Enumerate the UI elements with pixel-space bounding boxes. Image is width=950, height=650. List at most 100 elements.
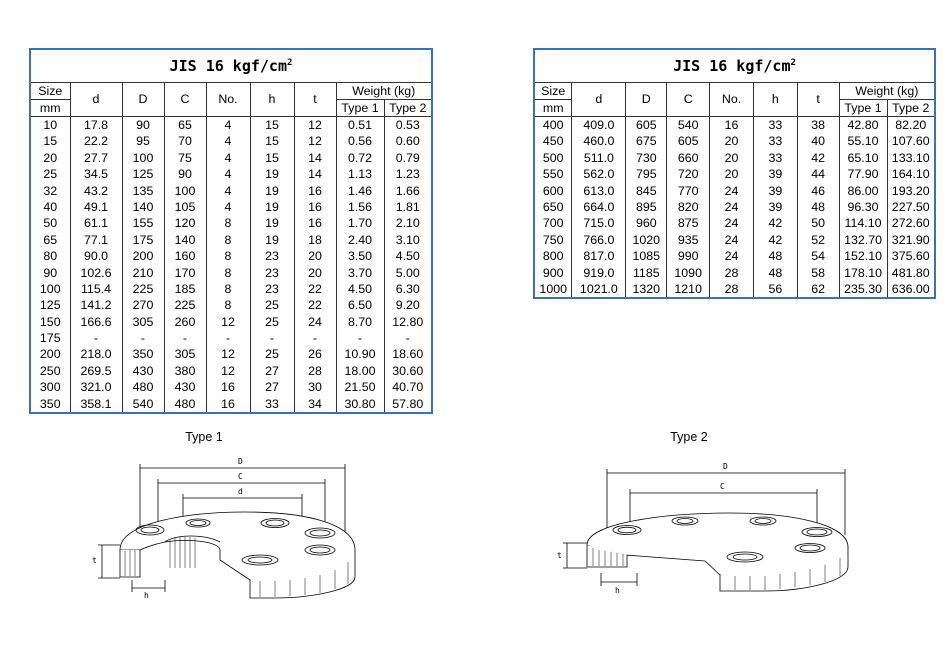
cell-h: 33 [752,116,798,134]
cell-d: 22.2 [69,133,123,150]
cell-D: 730 [625,149,668,167]
cell-t: 28 [293,362,337,380]
cell-t: - [293,330,337,347]
cell-no: 8 [205,248,251,265]
cell-h: 19 [249,215,295,232]
cell-D: 175 [121,231,165,249]
cell-type2: 5.00 [383,264,433,281]
cell-C: 140 [163,231,207,249]
cell-no: 24 [709,248,754,265]
cell-no: 4 [205,116,251,134]
col-mm: mm [29,99,71,117]
cell-type1: 96.30 [838,198,888,216]
dim-t-label: t [557,551,562,560]
cell-h: 48 [752,248,798,265]
cell-size: 175 [29,330,71,347]
cell-t: 20 [293,248,337,265]
cell-h: 15 [249,133,295,150]
cell-h: 19 [249,166,295,183]
cell-size: 1000 [533,280,573,299]
right-spec-table: JIS 16 kgf/cm2 Size d D C No. h t Weight… [533,48,936,300]
cell-C: 660 [666,149,711,167]
cell-d: 1021.0 [571,280,627,299]
cell-t: 16 [293,198,337,216]
cell-h: 25 [249,313,295,331]
cell-type1: 65.10 [838,149,888,167]
dim-C-label: C [238,472,243,481]
cell-D: 225 [121,280,165,298]
cell-no: 24 [709,215,754,232]
cell-no: 8 [205,231,251,249]
cell-no: 28 [709,280,754,299]
cell-d: 27.7 [69,149,123,167]
cell-type2: 321.90 [886,231,936,249]
cell-D: 90 [121,116,165,134]
type1-label: Type 1 [185,430,223,444]
cell-t: 42 [796,149,840,167]
cell-no: 4 [205,166,251,183]
cell-h: 48 [752,264,798,281]
cell-size: 125 [29,297,71,314]
cell-type2: 1.81 [383,198,433,216]
cell-d: 17.8 [69,116,123,134]
cell-type2: 227.50 [886,198,936,216]
cell-C: 1210 [666,280,711,299]
cell-type2: 133.10 [886,149,936,167]
cell-size: 300 [29,379,71,396]
cell-type1: 3.70 [335,264,385,281]
cell-h: 19 [249,182,295,199]
col-h: h [249,82,295,117]
cell-D: 1320 [625,280,668,299]
table-row: 175-------- [29,330,433,347]
cell-h: 27 [249,362,295,380]
cell-D: 675 [625,133,668,150]
cell-h: 15 [249,149,295,167]
cell-no: 12 [205,362,251,380]
col-weight: Weight (kg) [838,82,936,100]
cell-C: 430 [163,379,207,396]
cell-d: 358.1 [69,395,123,414]
cell-type1: 2.40 [335,231,385,249]
cell-type2: 1.66 [383,182,433,199]
cell-type2: - [383,330,433,347]
cell-type1: 178.10 [838,264,888,281]
cell-type2: 375.60 [886,248,936,265]
cell-d: 511.0 [571,149,627,167]
cell-D: 140 [121,198,165,216]
cell-t: 38 [796,116,840,134]
cell-no: 4 [205,149,251,167]
cell-h: 56 [752,280,798,299]
cell-no: 16 [709,116,754,134]
cell-type1: 1.56 [335,198,385,216]
cell-h: 23 [249,280,295,298]
cell-d: 49.1 [69,198,123,216]
cell-d: 141.2 [69,297,123,314]
cell-h: 39 [752,182,798,199]
cell-D: 960 [625,215,668,232]
cell-type1: 1.46 [335,182,385,199]
col-t: t [796,82,840,117]
cell-type2: 481.80 [886,264,936,281]
cell-no: 20 [709,149,754,167]
cell-d: 90.0 [69,248,123,265]
col-mm: mm [533,99,573,117]
cell-no: 28 [709,264,754,281]
cell-type1: 6.50 [335,297,385,314]
cell-C: 770 [666,182,711,199]
cell-C: 990 [666,248,711,265]
cell-h: 19 [249,231,295,249]
cell-no: 8 [205,215,251,232]
cell-size: 200 [29,346,71,363]
cell-D: 155 [121,215,165,232]
cell-type2: 272.60 [886,215,936,232]
dim-h-label: h [144,591,149,600]
cell-h: - [249,330,295,347]
